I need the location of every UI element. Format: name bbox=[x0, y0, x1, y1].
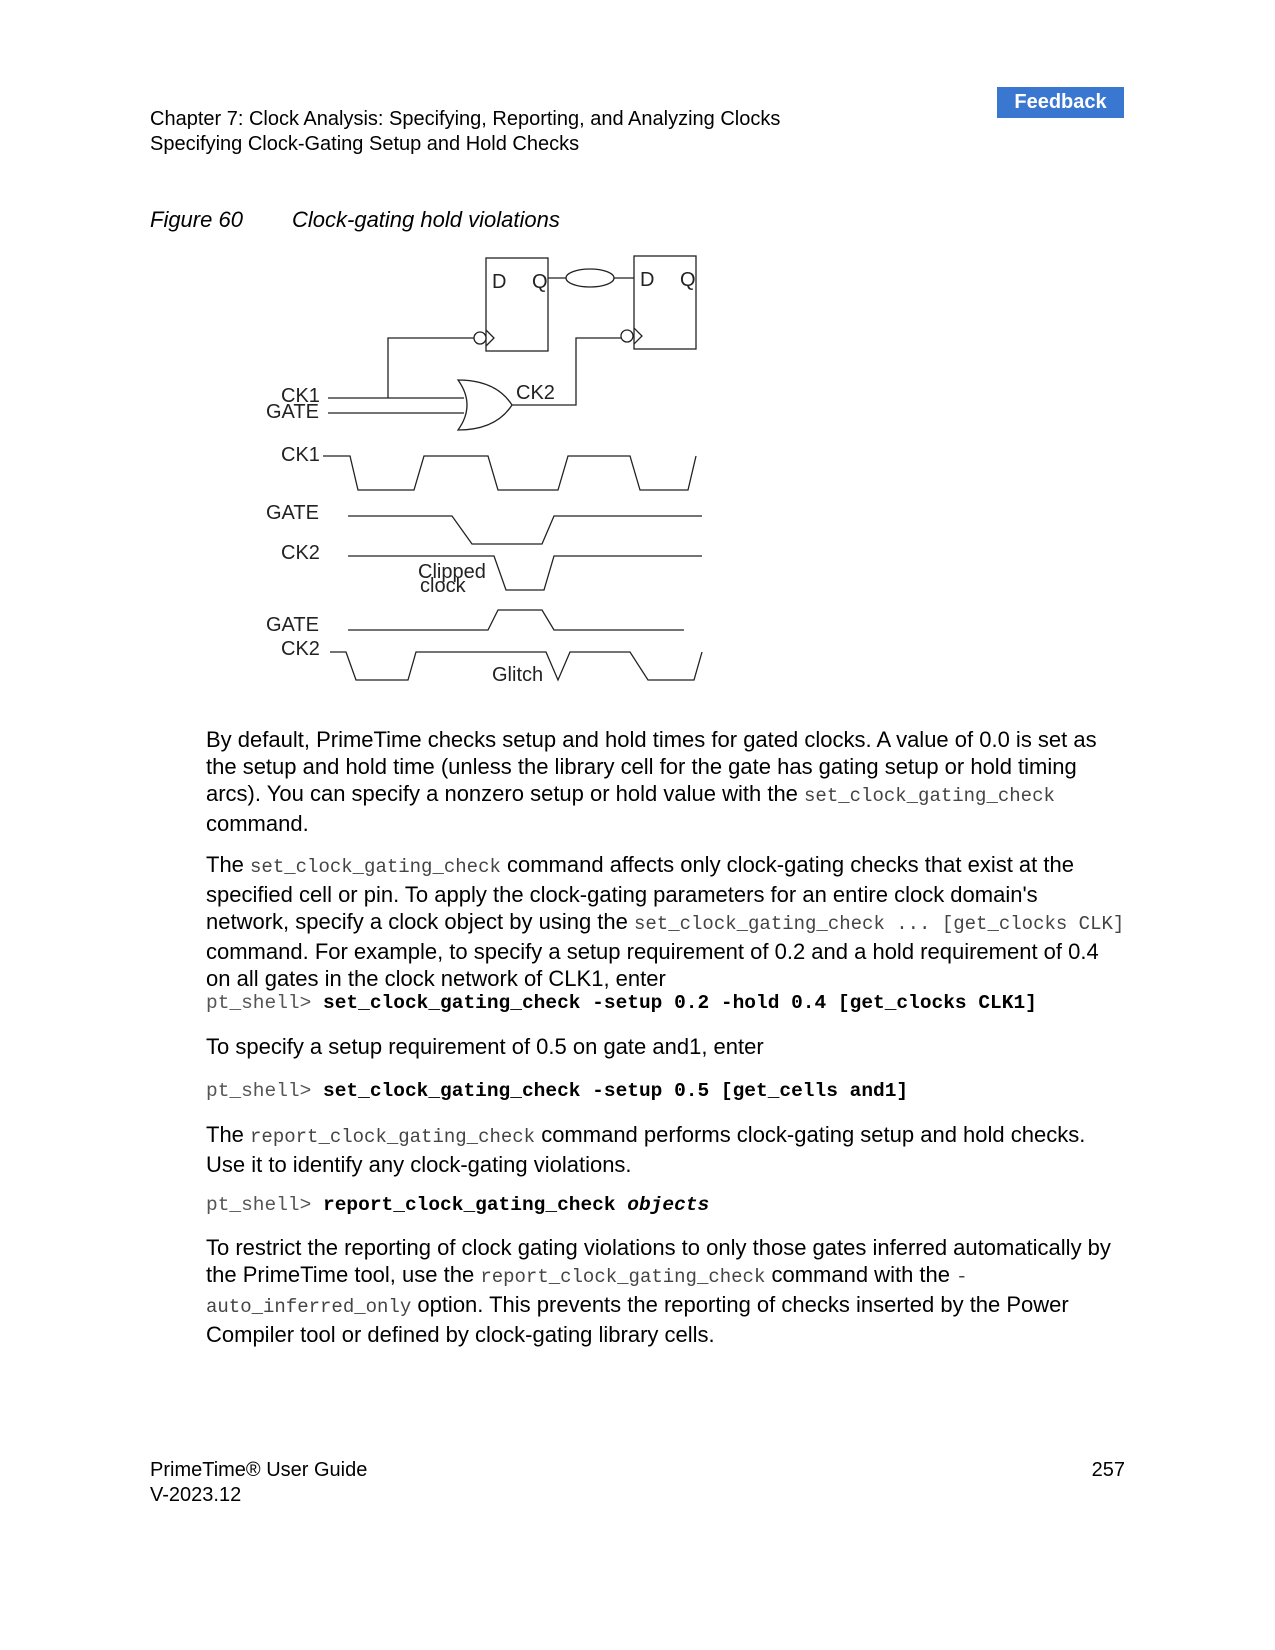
waveform-ck2-glitch bbox=[330, 651, 703, 682]
shell-prompt: pt_shell> bbox=[206, 1194, 324, 1216]
glitch-label: Glitch bbox=[492, 664, 543, 686]
ck1-pin-label: CK1 bbox=[281, 385, 320, 407]
ff1-clock-marker bbox=[485, 329, 495, 347]
page-number: 257 bbox=[1091, 1459, 1125, 1481]
figure-title: Clock-gating hold violations bbox=[292, 207, 560, 232]
paragraph-2-code-2: set_clock_gating_check ... [get_clocks C… bbox=[634, 913, 1125, 935]
paragraph-1-text-a: By default, PrimeTime checks setup and h… bbox=[206, 727, 1097, 806]
paragraph-2-text-a: The bbox=[206, 852, 251, 877]
paragraph-2-text-b: command affects only clock-gating checks… bbox=[206, 852, 1074, 934]
shell-prompt: pt_shell> bbox=[206, 992, 324, 1014]
flip-flop-1 bbox=[485, 257, 549, 352]
clock-gating-diagram: D Q D Q CK1 GATE CK2 CK1 GATE CK2 Clippe… bbox=[266, 255, 703, 686]
footer-doc-title: PrimeTime® User Guide bbox=[150, 1459, 368, 1481]
waveform-gate-label-1: GATE bbox=[266, 502, 319, 524]
ff2-q-label: Q bbox=[680, 269, 696, 291]
paragraph-1-code: set_clock_gating_check bbox=[804, 785, 1055, 807]
figure-number: Figure 60 bbox=[150, 207, 243, 232]
command-example-2: pt_shell> set_clock_gating_check -setup … bbox=[206, 1080, 908, 1102]
section-heading: Specifying Clock-Gating Setup and Hold C… bbox=[150, 133, 580, 155]
command-1-text: set_clock_gating_check -setup 0.2 -hold … bbox=[323, 992, 1037, 1014]
ff2-inverted-clock-bubble bbox=[620, 329, 634, 343]
paragraph-2-code-1: set_clock_gating_check bbox=[250, 856, 501, 878]
clipped-label-1: Clipped bbox=[418, 561, 486, 583]
waveform-ck1-label: CK1 bbox=[281, 444, 320, 466]
ff2-d-label: D bbox=[640, 269, 654, 291]
waveform-gate-1 bbox=[348, 515, 702, 545]
paragraph-1-text-b: command. bbox=[206, 811, 309, 836]
ck1-to-ff1-wire bbox=[387, 337, 474, 398]
command-example-3: pt_shell> report_clock_gating_check obje… bbox=[206, 1194, 709, 1216]
paragraph-2: The set_clock_gating_check command affec… bbox=[206, 851, 1126, 992]
gate-pin-label: GATE bbox=[266, 401, 319, 423]
ff1-q-label: Q bbox=[532, 271, 548, 293]
paragraph-5-code-1: report_clock_gating_check bbox=[480, 1266, 766, 1288]
feedback-button[interactable]: Feedback bbox=[997, 87, 1124, 118]
paragraph-5-text-c: option. This prevents the reporting of c… bbox=[206, 1292, 1069, 1347]
ff1-inverted-clock-bubble bbox=[473, 331, 487, 345]
paragraph-5: To restrict the reporting of clock gatin… bbox=[206, 1234, 1126, 1348]
or-gate bbox=[456, 379, 513, 431]
footer-version: V-2023.12 bbox=[150, 1484, 242, 1506]
command-2-text: set_clock_gating_check -setup 0.5 [get_c… bbox=[323, 1080, 909, 1102]
waveform-ck2-label-1: CK2 bbox=[281, 542, 320, 564]
footer-left: PrimeTime® User Guide V-2023.12 bbox=[150, 1458, 367, 1508]
figure-caption: Figure 60 Clock-gating hold violations bbox=[150, 207, 560, 233]
paragraph-3: To specify a setup requirement of 0.5 on… bbox=[206, 1033, 1126, 1060]
ff1-d-label: D bbox=[492, 271, 506, 293]
paragraph-4: The report_clock_gating_check command pe… bbox=[206, 1121, 1126, 1178]
waveform-ck2-label-2: CK2 bbox=[281, 638, 320, 660]
paragraph-4-text-b: command performs clock-gating setup and … bbox=[206, 1122, 1086, 1177]
command-3-argument: objects bbox=[627, 1194, 710, 1216]
paragraph-4-code: report_clock_gating_check bbox=[250, 1126, 536, 1148]
waveform-gate-label-2: GATE bbox=[266, 614, 319, 636]
paragraph-3-text: To specify a setup requirement of 0.5 on… bbox=[206, 1034, 764, 1059]
waveform-ck1 bbox=[323, 455, 697, 491]
paragraph-5-text-a: To restrict the reporting of clock gatin… bbox=[206, 1235, 1111, 1287]
waveform-gate-2 bbox=[348, 609, 684, 631]
paragraph-2-text-c: command. For example, to specify a setup… bbox=[206, 939, 1099, 991]
paragraph-4-text-a: The bbox=[206, 1122, 251, 1147]
clipped-label-2: clock bbox=[420, 575, 467, 597]
combinational-logic bbox=[565, 268, 615, 288]
command-3-text: report_clock_gating_check bbox=[323, 1194, 628, 1216]
chapter-heading: Chapter 7: Clock Analysis: Specifying, R… bbox=[150, 108, 781, 130]
paragraph-1: By default, PrimeTime checks setup and h… bbox=[206, 726, 1126, 837]
paragraph-5-text-b: command with the bbox=[765, 1262, 957, 1287]
shell-prompt: pt_shell> bbox=[206, 1080, 324, 1102]
ff2-clock-marker bbox=[633, 327, 643, 345]
waveform-ck2-clipped bbox=[348, 555, 702, 591]
flip-flop-2 bbox=[633, 255, 697, 350]
command-example-1: pt_shell> set_clock_gating_check -setup … bbox=[206, 992, 1037, 1014]
ck2-net-label: CK2 bbox=[516, 382, 555, 404]
ck2-to-ff2-wire bbox=[512, 337, 621, 406]
paragraph-5-code-2: -auto_inferred_only bbox=[206, 1266, 968, 1318]
